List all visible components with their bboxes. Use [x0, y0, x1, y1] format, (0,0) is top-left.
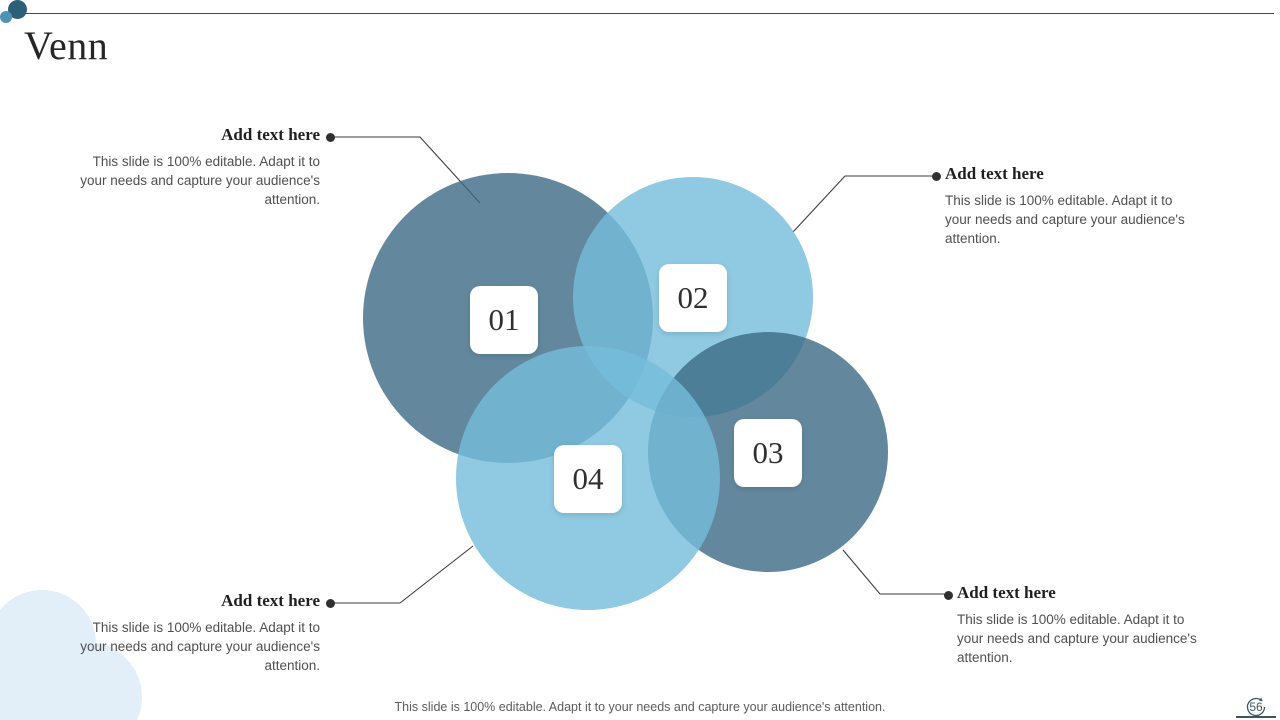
callout-body: This slide is 100% editable. Adapt it to…: [80, 154, 320, 207]
callout-title: Add text here: [945, 164, 1044, 183]
page-title: Venn: [24, 23, 109, 68]
callout-bullet-02: [932, 172, 941, 181]
callout-03[interactable]: Add text here This slide is 100% editabl…: [957, 583, 1207, 667]
venn-number-03: 03: [734, 419, 802, 487]
decoration-dot-large-icon: [8, 0, 27, 19]
header-rule: [22, 13, 1274, 14]
callout-title: Add text here: [221, 125, 320, 144]
footer-note: This slide is 100% editable. Adapt it to…: [394, 700, 886, 714]
refresh-ring-icon: [1246, 697, 1266, 717]
callout-title: Add text here: [957, 583, 1056, 602]
callout-body: This slide is 100% editable. Adapt it to…: [945, 193, 1185, 246]
callout-bullet-04: [326, 599, 335, 608]
callout-04[interactable]: Add text here This slide is 100% editabl…: [70, 591, 320, 675]
page-number-badge: 56: [1243, 694, 1269, 720]
page-badge-rule: [1236, 716, 1276, 718]
venn-number-02: 02: [659, 264, 727, 332]
callout-body: This slide is 100% editable. Adapt it to…: [957, 612, 1197, 665]
page-number: 56: [1249, 700, 1263, 714]
blob-decoration: [0, 580, 170, 720]
callout-bullet-03: [944, 591, 953, 600]
venn-number-01: 01: [470, 286, 538, 354]
decoration-dot-small-icon: [0, 11, 12, 23]
callout-title: Add text here: [221, 591, 320, 610]
callout-01[interactable]: Add text here This slide is 100% editabl…: [70, 125, 320, 209]
callout-02[interactable]: Add text here This slide is 100% editabl…: [945, 164, 1195, 248]
callout-bullet-01: [326, 133, 335, 142]
venn-number-04: 04: [554, 445, 622, 513]
callout-body: This slide is 100% editable. Adapt it to…: [80, 620, 320, 673]
